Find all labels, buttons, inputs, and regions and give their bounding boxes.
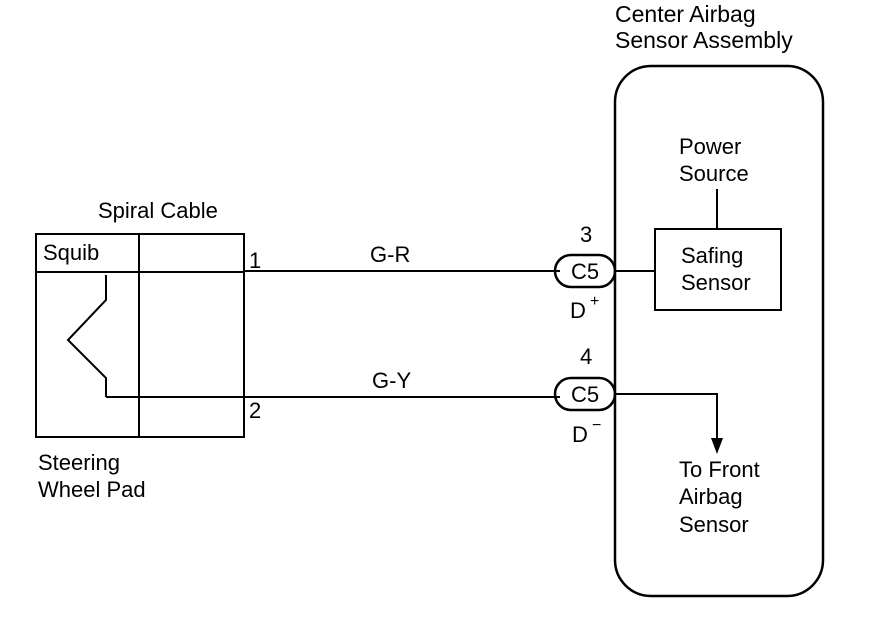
center-assembly-box	[613, 64, 825, 598]
to-front-line3: Sensor	[679, 512, 749, 537]
power-source-line2: Source	[679, 161, 749, 186]
squib-label: Squib	[43, 240, 99, 265]
to-front-line1: To Front	[679, 457, 760, 482]
spiral-cable-label: Spiral Cable	[98, 198, 218, 223]
terminal-minus-sign: −	[592, 417, 601, 434]
terminal-plus-sign: +	[590, 293, 599, 310]
center-assembly-title-line2: Sensor Assembly	[615, 27, 793, 53]
steering-wheel-pad-line2: Wheel Pad	[38, 477, 146, 502]
power-source-line1: Power	[679, 134, 741, 159]
connector-c5-lower-label: C5	[571, 382, 599, 407]
connector-pin-4: 4	[580, 344, 592, 369]
connector-pin-3: 3	[580, 222, 592, 247]
connector-c5-upper-label: C5	[571, 259, 599, 284]
squib-element-icon	[66, 275, 107, 397]
wire-color-g-y: G-Y	[372, 368, 411, 393]
pin-label-2: 2	[249, 398, 261, 423]
terminal-d-minus: D	[572, 422, 588, 447]
wire-color-g-r: G-R	[370, 242, 410, 267]
pin-label-1: 1	[249, 248, 261, 273]
wire-to-front-sensor	[615, 393, 718, 440]
safing-sensor-line1: Safing	[681, 243, 743, 268]
center-assembly-title-line1: Center Airbag	[615, 1, 756, 27]
steering-wheel-pad-line1: Steering	[38, 450, 120, 475]
terminal-d-plus: D	[570, 298, 586, 323]
safing-sensor-line2: Sensor	[681, 270, 751, 295]
to-front-line2: Airbag	[679, 484, 743, 509]
safing-sensor-box	[654, 228, 782, 311]
arrow-down-icon	[711, 438, 723, 454]
